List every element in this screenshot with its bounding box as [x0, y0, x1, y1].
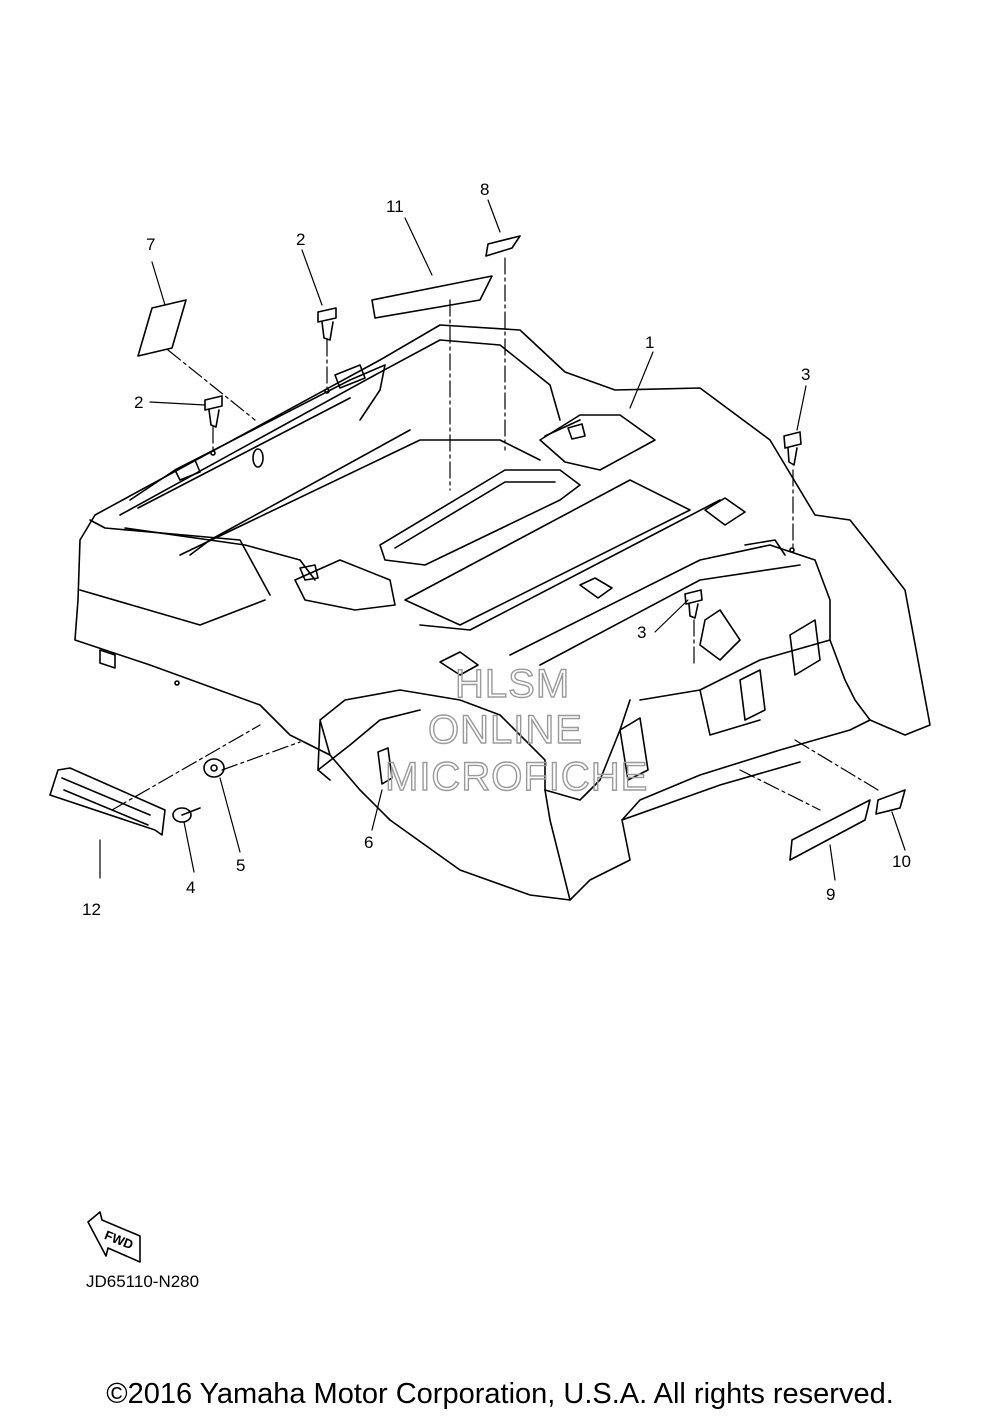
decal-8	[485, 235, 521, 257]
leader-lines	[99, 199, 906, 881]
clip-2-upper	[317, 307, 337, 394]
callout-11: 11	[386, 197, 404, 216]
bolt-4	[172, 807, 201, 823]
decal-7	[137, 299, 187, 357]
fwd-arrow-icon	[87, 1211, 141, 1263]
callout-12: 12	[82, 900, 101, 919]
decal-9	[789, 799, 871, 861]
callout-9: 9	[826, 885, 835, 904]
callout-6: 6	[364, 833, 373, 852]
callout-labels: 1 2 2 3 3 4 5 6 7 8 9 10 11 12	[82, 180, 911, 919]
callout-3-upper: 3	[801, 365, 810, 384]
assembly-lines	[111, 257, 879, 811]
nut-clip-6	[377, 747, 393, 785]
callout-2-lower: 2	[134, 393, 143, 412]
callout-8: 8	[480, 180, 489, 199]
callout-3-lower: 3	[637, 623, 646, 642]
clip-3-upper	[783, 431, 802, 553]
watermark-line-1: HLSM	[455, 662, 570, 706]
callout-4: 4	[186, 878, 195, 897]
callout-5: 5	[236, 856, 245, 875]
callout-7: 7	[146, 235, 155, 254]
rear-bed-body	[74, 324, 931, 901]
washer-5	[203, 758, 225, 778]
clip-3-lower	[684, 589, 703, 619]
side-panel-12	[49, 767, 166, 836]
callout-2-upper: 2	[296, 230, 305, 249]
copyright-notice: ©2016 Yamaha Motor Corporation, U.S.A. A…	[106, 1378, 894, 1410]
watermark-line-3: MICROFICHE	[385, 755, 648, 799]
watermark: HLSM ONLINE MICROFICHE	[384, 661, 648, 799]
callout-10: 10	[892, 852, 911, 871]
diagram-code: JD65110-N280	[86, 1272, 199, 1291]
callout-1: 1	[645, 333, 654, 352]
clip-2-lower	[204, 395, 223, 456]
decal-11	[371, 275, 493, 319]
watermark-line-2: ONLINE	[428, 708, 583, 752]
decal-10	[875, 789, 906, 815]
